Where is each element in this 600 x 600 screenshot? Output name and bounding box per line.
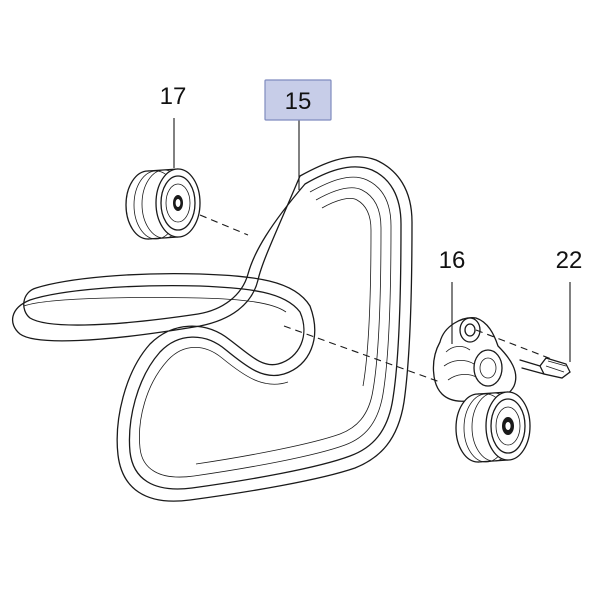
tensioner-assembly [432, 317, 531, 463]
serpentine-belt [11, 156, 413, 502]
bolt [475, 329, 571, 379]
callout-idler-pulley-number[interactable]: 17 [160, 83, 187, 110]
idler-pulley [125, 168, 201, 240]
callout-bolt-number[interactable]: 22 [556, 247, 583, 274]
idler-axis-line [199, 214, 249, 236]
callout-tensioner-number[interactable]: 16 [439, 247, 466, 274]
callout-belt-number: 15 [285, 88, 312, 115]
callout-belt[interactable]: 15 [264, 79, 332, 121]
tensioner-axis-line [283, 325, 441, 383]
